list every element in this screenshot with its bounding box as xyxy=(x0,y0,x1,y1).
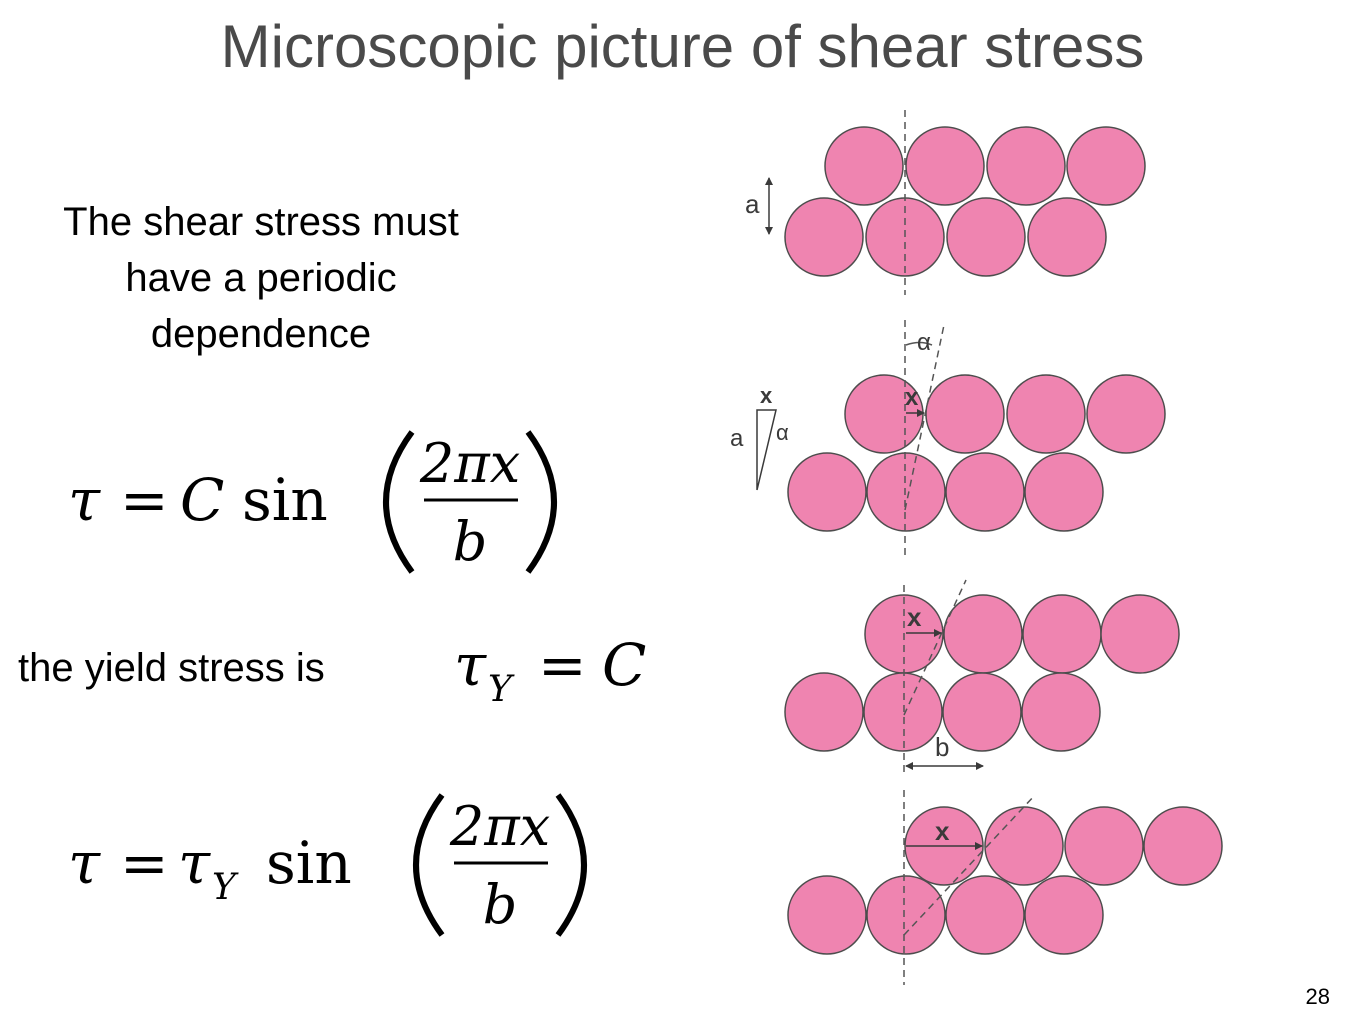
atom xyxy=(1021,672,1101,752)
eq1-right-paren xyxy=(525,430,557,574)
eq2-equals: = xyxy=(538,631,587,699)
label-a-triangle: a xyxy=(730,425,744,452)
atom xyxy=(1064,806,1144,886)
atom xyxy=(1006,374,1086,454)
atom xyxy=(1086,374,1166,454)
atom xyxy=(866,452,946,532)
atom xyxy=(866,875,946,955)
atom xyxy=(784,197,864,277)
atom xyxy=(925,374,1005,454)
label-x-triangle: x xyxy=(760,383,773,408)
slide-title: Microscopic picture of shear stress xyxy=(220,13,1145,80)
atom xyxy=(1143,806,1223,886)
eq1-left-paren xyxy=(383,430,415,574)
equation-tau-tauy-sin: τ = τ Y sin 2πx b xyxy=(68,793,587,937)
atom xyxy=(945,875,1025,955)
atom xyxy=(1024,452,1104,532)
atom xyxy=(1027,197,1107,277)
label-alpha-top: α xyxy=(917,329,931,356)
tilted-dashed-line xyxy=(903,794,1036,936)
atom xyxy=(787,875,867,955)
stage-3-half-shear: x b xyxy=(784,579,1180,775)
shear-stress-description: The shear stress must have a periodic de… xyxy=(63,200,459,356)
eq3-coeff: τ xyxy=(178,829,211,897)
label-alpha-triangle: α xyxy=(776,420,789,445)
atom xyxy=(943,594,1023,674)
atom xyxy=(1022,594,1102,674)
stage-4-full-shear: x xyxy=(787,790,1223,985)
shear-angle-triangle xyxy=(756,409,777,491)
eq3-denominator: b xyxy=(483,873,518,936)
atom xyxy=(1024,875,1104,955)
equation-tau-c-sin: τ = C sin 2πx b xyxy=(68,430,557,574)
atom xyxy=(946,197,1026,277)
label-b: b xyxy=(935,732,949,762)
eq3-numerator: 2πx xyxy=(449,795,550,858)
atom xyxy=(945,452,1025,532)
eq3-lhs: τ xyxy=(68,829,101,897)
atom xyxy=(905,126,985,206)
atom xyxy=(986,126,1066,206)
eq1-equals: = xyxy=(120,466,169,534)
eq1-denominator: b xyxy=(453,510,488,573)
atomic-shear-diagram: a α x x a α x b xyxy=(730,110,1223,985)
atom xyxy=(984,806,1064,886)
label-x-stage3: x xyxy=(907,602,922,632)
eq1-lhs: τ xyxy=(68,466,101,534)
eq3-left-paren xyxy=(413,793,445,937)
eq1-numerator: 2πx xyxy=(419,432,520,495)
label-x-stage2: x xyxy=(905,384,919,411)
label-a: a xyxy=(745,189,760,219)
eq3-coeff-sub: Y xyxy=(212,867,239,908)
eq2-rhs: C xyxy=(602,631,646,699)
eq3-func: sin xyxy=(266,829,352,897)
alpha-arc xyxy=(905,341,933,346)
tilted-dashed-line xyxy=(903,579,967,716)
atom xyxy=(784,672,864,752)
atom xyxy=(787,452,867,532)
label-x-stage4: x xyxy=(935,816,950,846)
eq1-coeff: C xyxy=(180,466,224,534)
atom xyxy=(824,126,904,206)
eq1-func: sin xyxy=(242,466,328,534)
atom xyxy=(1100,594,1180,674)
eq2-sub: Y xyxy=(488,669,515,710)
stage-1-unsheared: a xyxy=(745,110,1146,295)
yield-stress-label: the yield stress is xyxy=(18,646,325,690)
eq3-equals: = xyxy=(120,829,169,897)
page-number: 28 xyxy=(1305,984,1330,1009)
atom xyxy=(942,672,1022,752)
eq3-right-paren xyxy=(555,793,587,937)
atom xyxy=(863,672,943,752)
atom xyxy=(1066,126,1146,206)
equation-tau-y-equals-c: τ Y = C xyxy=(454,631,646,710)
stage-2-small-shear: α x x a α xyxy=(730,320,1166,560)
tilted-dashed-line xyxy=(904,324,945,511)
eq2-lhs: τ xyxy=(454,631,487,699)
